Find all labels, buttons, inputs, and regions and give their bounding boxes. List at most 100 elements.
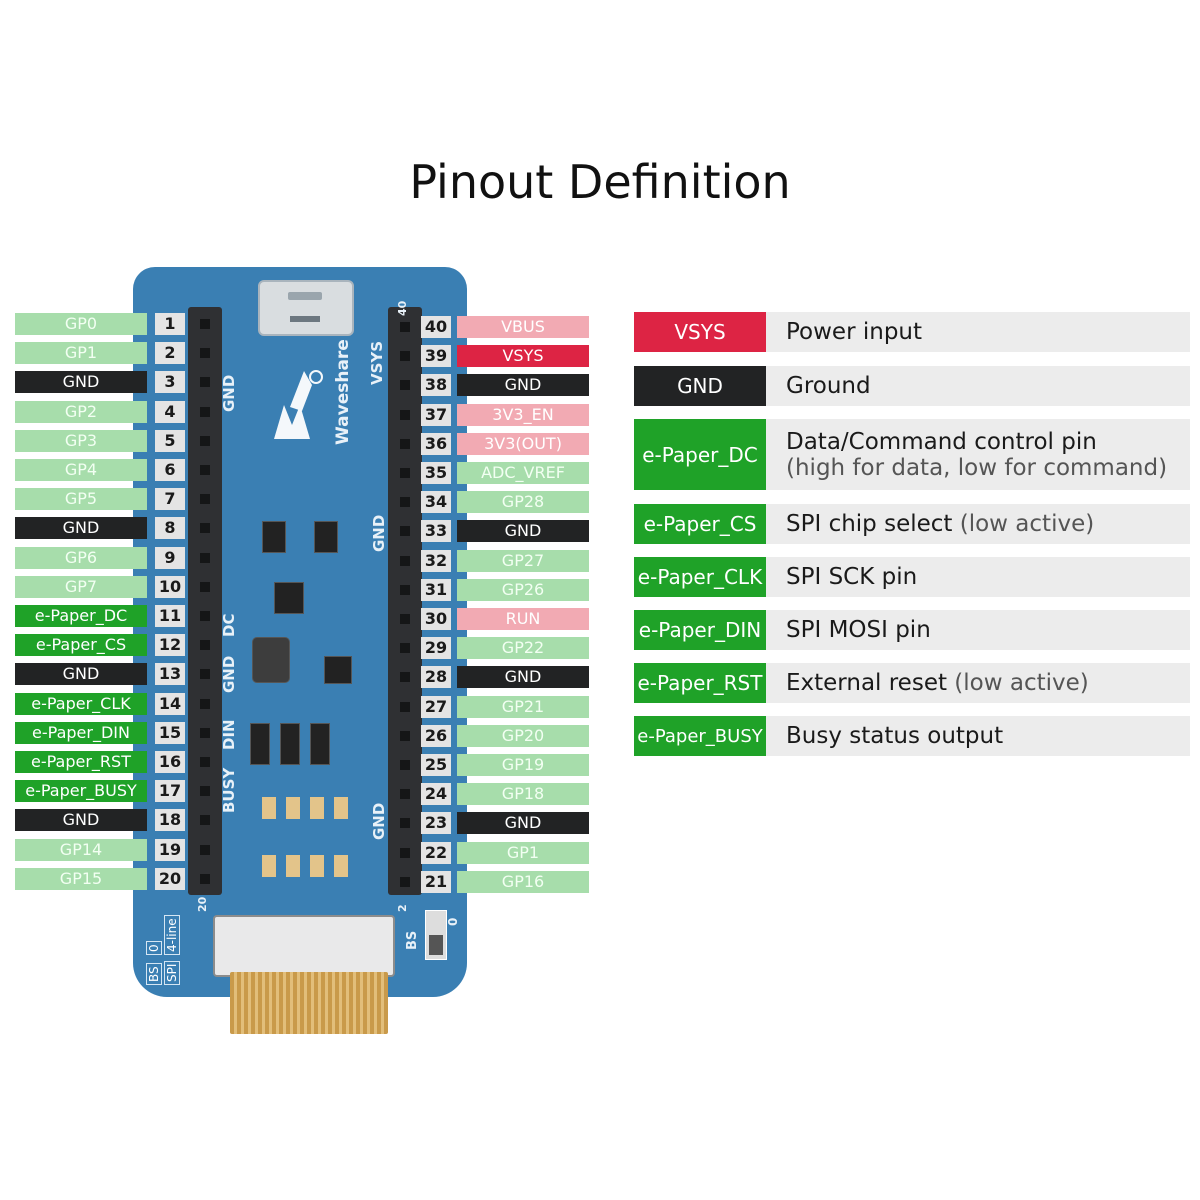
header-hole xyxy=(200,465,210,475)
pin-label-25: GP19 xyxy=(457,754,589,776)
pin-label-10: GP7 xyxy=(15,576,147,598)
pin-number-2: 2 xyxy=(155,342,185,364)
legend-description: Data/Command control pin(high for data, … xyxy=(786,419,1167,490)
pin-number-39: 39 xyxy=(421,345,451,367)
capacitor xyxy=(286,797,300,819)
capacitor xyxy=(334,797,348,819)
legend-description: Power input xyxy=(786,312,922,352)
header-hole xyxy=(400,848,410,858)
header-hole xyxy=(400,702,410,712)
transistor-2 xyxy=(314,521,338,553)
pin-label-15: e-Paper_DIN xyxy=(15,722,147,744)
header-hole xyxy=(200,815,210,825)
bs-label-left: BS xyxy=(146,963,162,985)
diode-chip xyxy=(324,656,352,684)
pin-label-5: GP3 xyxy=(15,430,147,452)
pin-label-32: GP27 xyxy=(457,550,589,572)
capacitor xyxy=(310,797,324,819)
pin-number-7: 7 xyxy=(155,488,185,510)
regulator-chip xyxy=(274,582,304,614)
legend-description: External reset (low active) xyxy=(786,663,1089,703)
legend-desc-sub: (high for data, low for command) xyxy=(786,454,1168,481)
header-hole xyxy=(200,523,210,533)
capacitor xyxy=(262,797,276,819)
legend-tag: e-Paper_RST xyxy=(634,663,766,703)
legend-desc-text: SPI chip select xyxy=(786,511,953,537)
mosfet-2 xyxy=(280,723,300,765)
silk-busy: BUSY xyxy=(220,767,238,813)
pin-label-3: GND xyxy=(15,371,147,393)
fpc-connector xyxy=(213,915,395,977)
pin-number-16: 16 xyxy=(155,751,185,773)
mosfet-3 xyxy=(310,723,330,765)
legend-desc-text: Data/Command control pin xyxy=(786,428,1097,455)
legend-tag: e-Paper_CLK xyxy=(634,557,766,597)
bs-zero-label: 0 xyxy=(146,941,162,955)
header-hole xyxy=(200,582,210,592)
header-hole xyxy=(200,348,210,358)
pin-label-11: e-Paper_DC xyxy=(15,605,147,627)
four-line-label: 4-line xyxy=(164,915,180,955)
silk-gnd-2: GND xyxy=(220,655,238,693)
pin-label-34: GP28 xyxy=(457,491,589,513)
pin-label-21: GP16 xyxy=(457,871,589,893)
legend-desc-text: Ground xyxy=(786,373,871,399)
legend-description: Ground xyxy=(786,366,871,406)
pin-label-16: e-Paper_RST xyxy=(15,751,147,773)
header-hole xyxy=(200,786,210,796)
capacitor xyxy=(262,855,276,877)
pin-label-1: GP0 xyxy=(15,313,147,335)
silk-gnd-3: GND xyxy=(370,514,388,552)
header-hole xyxy=(200,845,210,855)
bs-label-right: BS xyxy=(405,930,420,950)
silk-vsys: VSYS xyxy=(368,340,386,385)
mosfet-1 xyxy=(250,723,270,765)
header-hole xyxy=(200,757,210,767)
header-hole xyxy=(400,789,410,799)
legend-row: e-Paper_CLK SPI SCK pin xyxy=(634,557,1190,597)
pin-number-28: 28 xyxy=(421,666,451,688)
legend-description: SPI chip select (low active) xyxy=(786,504,1094,544)
header-hole xyxy=(200,319,210,329)
pin-number-38: 38 xyxy=(421,374,451,396)
legend-desc-text: SPI MOSI pin xyxy=(786,617,931,643)
header-hole xyxy=(400,439,410,449)
pin-label-24: GP18 xyxy=(457,783,589,805)
pin-label-27: GP21 xyxy=(457,696,589,718)
header-hole xyxy=(400,497,410,507)
silk-dc: DC xyxy=(220,613,238,637)
header-hole xyxy=(200,699,210,709)
pin-number-6: 6 xyxy=(155,459,185,481)
header-hole xyxy=(400,556,410,566)
capacitor xyxy=(286,855,300,877)
switch-label-0: 0 xyxy=(446,917,460,926)
pin-label-22: GP1 xyxy=(457,842,589,864)
inductor xyxy=(252,637,290,683)
legend-description: SPI MOSI pin xyxy=(786,610,931,650)
pin-number-14: 14 xyxy=(155,693,185,715)
pin-header-right xyxy=(388,307,422,895)
pin-number-21: 21 xyxy=(421,871,451,893)
legend-desc-text: Busy status output xyxy=(786,723,1004,749)
silk-num-20: 20 xyxy=(196,896,209,912)
pin-label-35: ADC_VREF xyxy=(457,462,589,484)
pin-label-6: GP4 xyxy=(15,459,147,481)
legend-tag: e-Paper_DIN xyxy=(634,610,766,650)
silk-num-2: 2 xyxy=(396,904,409,912)
pin-label-4: GP2 xyxy=(15,401,147,423)
pin-number-40: 40 xyxy=(421,316,451,338)
legend-row: e-Paper_DIN SPI MOSI pin xyxy=(634,610,1190,650)
header-hole xyxy=(400,380,410,390)
pin-number-25: 25 xyxy=(421,754,451,776)
usb-connector xyxy=(258,280,354,336)
pin-number-32: 32 xyxy=(421,550,451,572)
header-hole xyxy=(200,553,210,563)
legend-description: SPI SCK pin xyxy=(786,557,917,597)
pin-label-7: GP5 xyxy=(15,488,147,510)
header-hole xyxy=(200,494,210,504)
pin-number-36: 36 xyxy=(421,433,451,455)
silk-din: DIN xyxy=(220,719,238,750)
legend-tag: e-Paper_BUSY xyxy=(634,716,766,756)
header-hole xyxy=(400,672,410,682)
pin-label-30: RUN xyxy=(457,608,589,630)
